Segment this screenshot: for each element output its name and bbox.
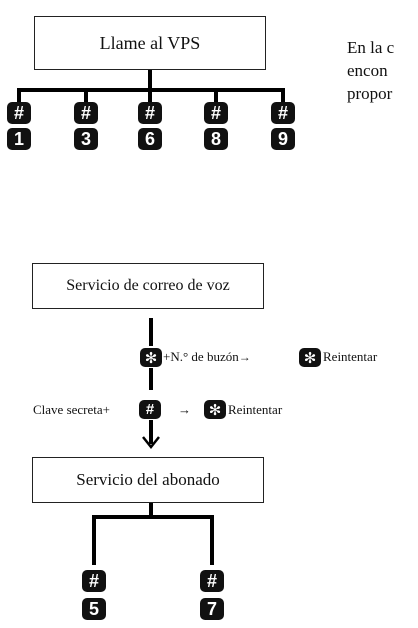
mailbox-number-label: +N.° de buzón→	[163, 349, 251, 364]
digit-key-5: 5	[82, 598, 106, 620]
tree-stem	[148, 70, 152, 90]
digit-key-1: 1	[7, 128, 31, 150]
call-vps-box: Llame al VPS	[34, 16, 266, 70]
digit-key-6: 6	[138, 128, 162, 150]
hash-key: #	[139, 400, 161, 419]
secret-code-label: Clave secreta+	[33, 402, 110, 417]
digit-key-7: 7	[200, 598, 224, 620]
subscriber-service-box: Servicio del abonado	[32, 457, 264, 503]
tree-branch	[148, 88, 152, 102]
digit-key-9: 9	[271, 128, 295, 150]
star-key: ✻	[140, 348, 162, 367]
star-key: ✻	[299, 348, 321, 367]
tree-branch	[210, 515, 214, 565]
retry-label: Reintentar	[228, 402, 283, 417]
down-arrow-icon	[141, 435, 160, 450]
tree-bar	[92, 515, 214, 519]
voicemail-service-label: Servicio de correo de voz	[66, 277, 230, 294]
hash-key: #	[271, 102, 295, 124]
subscriber-service-label: Servicio del abonado	[76, 470, 220, 489]
flow-line	[149, 420, 153, 444]
digit-key-3: 3	[74, 128, 98, 150]
intro-line: propor	[347, 84, 393, 103]
intro-text: En la c encon propor	[347, 36, 394, 105]
retry-label: Reintentar	[323, 349, 378, 364]
hash-key: #	[138, 102, 162, 124]
hash-key: #	[200, 570, 224, 592]
right-arrow-icon: →	[178, 402, 191, 417]
call-vps-label: Llame al VPS	[99, 32, 201, 53]
star-key: ✻	[204, 400, 226, 419]
digit-key-8: 8	[204, 128, 228, 150]
intro-line: En la c	[347, 38, 395, 57]
hash-key: #	[7, 102, 31, 124]
hash-key: #	[74, 102, 98, 124]
right-arrow-icon: →	[238, 350, 251, 364]
flow-line	[149, 318, 153, 346]
intro-line: encon	[347, 61, 388, 80]
flow-line	[149, 368, 153, 390]
tree-branch	[281, 88, 285, 102]
tree-branch	[92, 515, 96, 565]
hash-key: #	[82, 570, 106, 592]
tree-branch	[17, 88, 21, 102]
tree-stem	[149, 503, 153, 517]
tree-branch	[214, 88, 218, 102]
hash-key: #	[204, 102, 228, 124]
tree-branch	[84, 88, 88, 102]
voicemail-service-box: Servicio de correo de voz	[32, 263, 264, 309]
